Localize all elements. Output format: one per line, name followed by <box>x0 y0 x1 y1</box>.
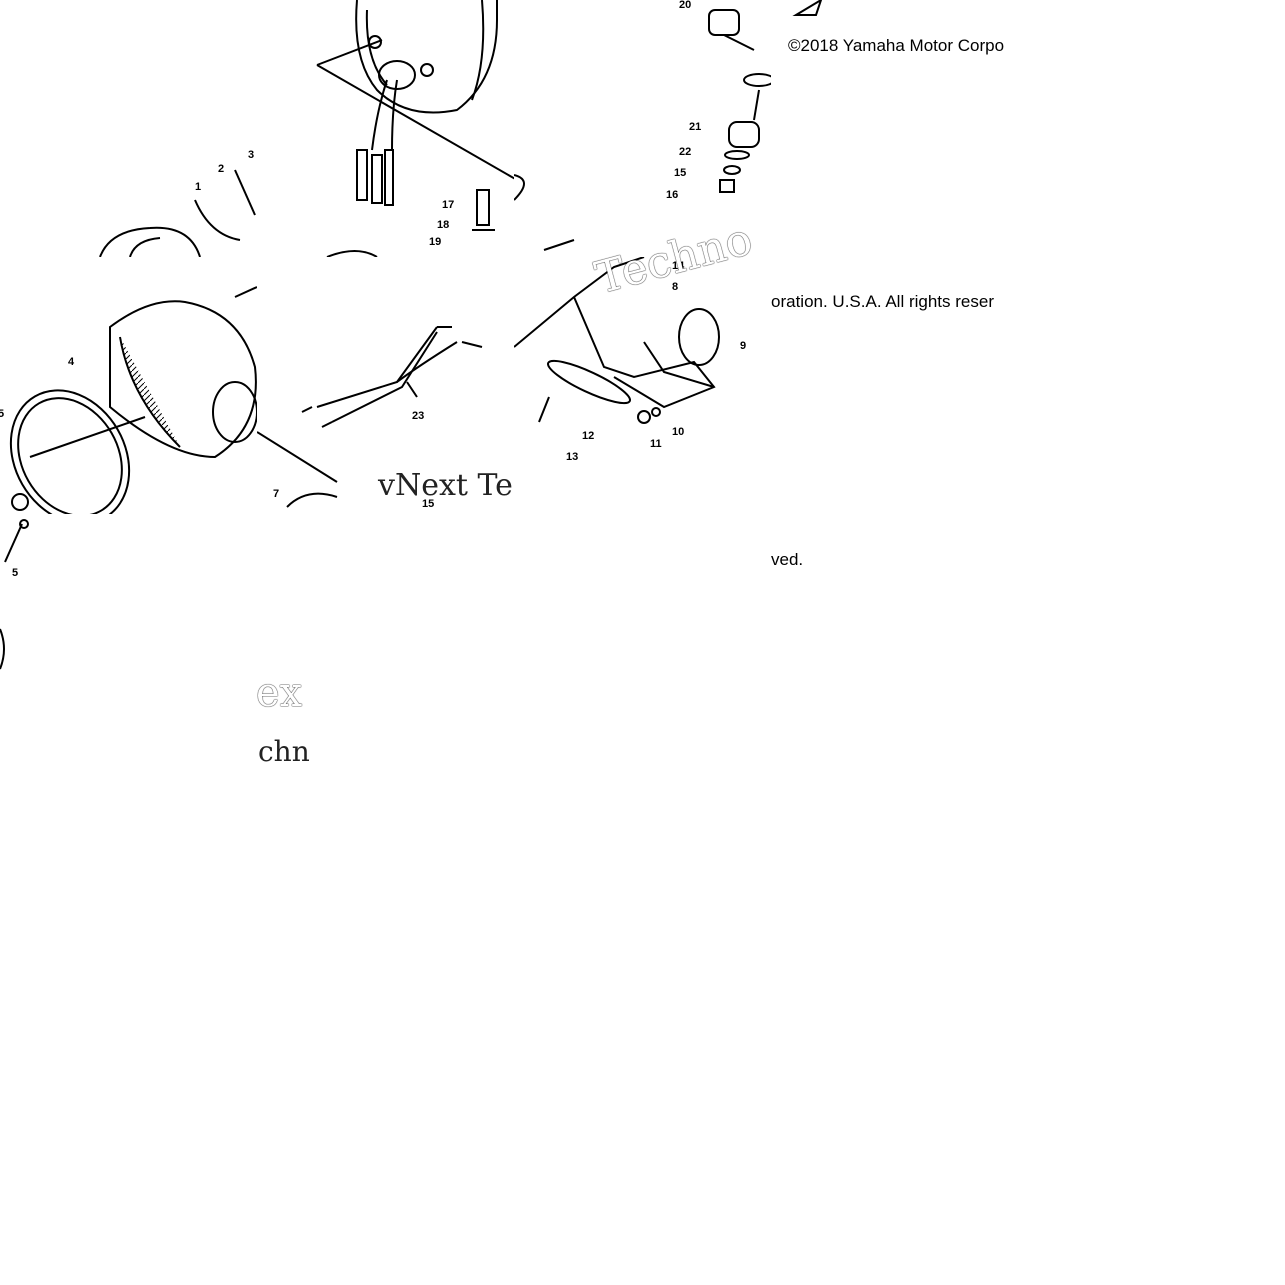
bracket-drawing: 14 8 9 12 13 10 11 <box>514 257 746 463</box>
callout-20: 20 <box>679 0 691 11</box>
callout-8: 8 <box>672 281 678 293</box>
diagram-tile-shell: 4 5 <box>0 257 257 514</box>
callout-17: 17 <box>442 199 454 211</box>
diagram-tile-rim: 1 2 3 <box>0 0 257 257</box>
watermark-vnext: vNext Te <box>378 468 513 503</box>
callout-1: 1 <box>195 181 201 193</box>
harness-drawing: 23 7 15 <box>257 326 483 510</box>
diagram-tile-harness: 23 7 15 <box>257 257 514 514</box>
copyright-line-1: ©2018 Yamaha Motor Corpo <box>788 36 1005 55</box>
diagram-tile-bracket: 14 8 9 12 13 10 11 <box>514 257 771 514</box>
callout-9: 9 <box>740 340 746 352</box>
callout-5b: 5 <box>12 567 18 579</box>
bolt-drawing: 5 <box>0 519 29 670</box>
bulb-drawing: 17 18 19 <box>316 0 514 257</box>
diagram-tile-mounts: 20 21 22 15 16 6 <box>514 0 771 257</box>
mounts-drawing: 20 21 22 15 16 6 <box>514 0 771 257</box>
small-drawing <box>792 0 823 16</box>
copyright-line-2: oration. U.S.A. All rights reser <box>771 292 994 311</box>
callout-11: 11 <box>650 438 662 450</box>
callout-18: 18 <box>437 219 449 231</box>
callout-19: 19 <box>429 236 441 248</box>
callout-10: 10 <box>672 426 684 438</box>
callout-23: 23 <box>412 410 424 422</box>
callout-5a: 5 <box>0 408 4 420</box>
watermark-chn: chn <box>258 735 310 768</box>
rim-drawing: 1 2 3 <box>99 149 256 257</box>
callout-2: 2 <box>218 163 224 175</box>
callout-7: 7 <box>273 488 279 500</box>
callout-3: 3 <box>248 149 254 161</box>
copyright-line-3: ved. <box>771 550 804 569</box>
diagram-tile-bulb: 17 18 19 <box>257 0 514 257</box>
diagram-tile-small <box>771 0 831 30</box>
shell-drawing: 4 5 <box>0 286 257 514</box>
diagram-tile-bolt: 5 <box>0 514 60 674</box>
callout-13: 13 <box>566 451 578 463</box>
callout-15a: 15 <box>674 167 686 179</box>
callout-4: 4 <box>68 356 75 368</box>
callout-15b: 15 <box>422 498 434 510</box>
callout-14: 14 <box>672 260 685 272</box>
callout-12: 12 <box>582 430 594 442</box>
callout-16a: 16 <box>666 189 678 201</box>
watermark-ex: ex <box>256 670 303 716</box>
callout-22: 22 <box>679 146 691 158</box>
callout-21: 21 <box>689 121 701 133</box>
